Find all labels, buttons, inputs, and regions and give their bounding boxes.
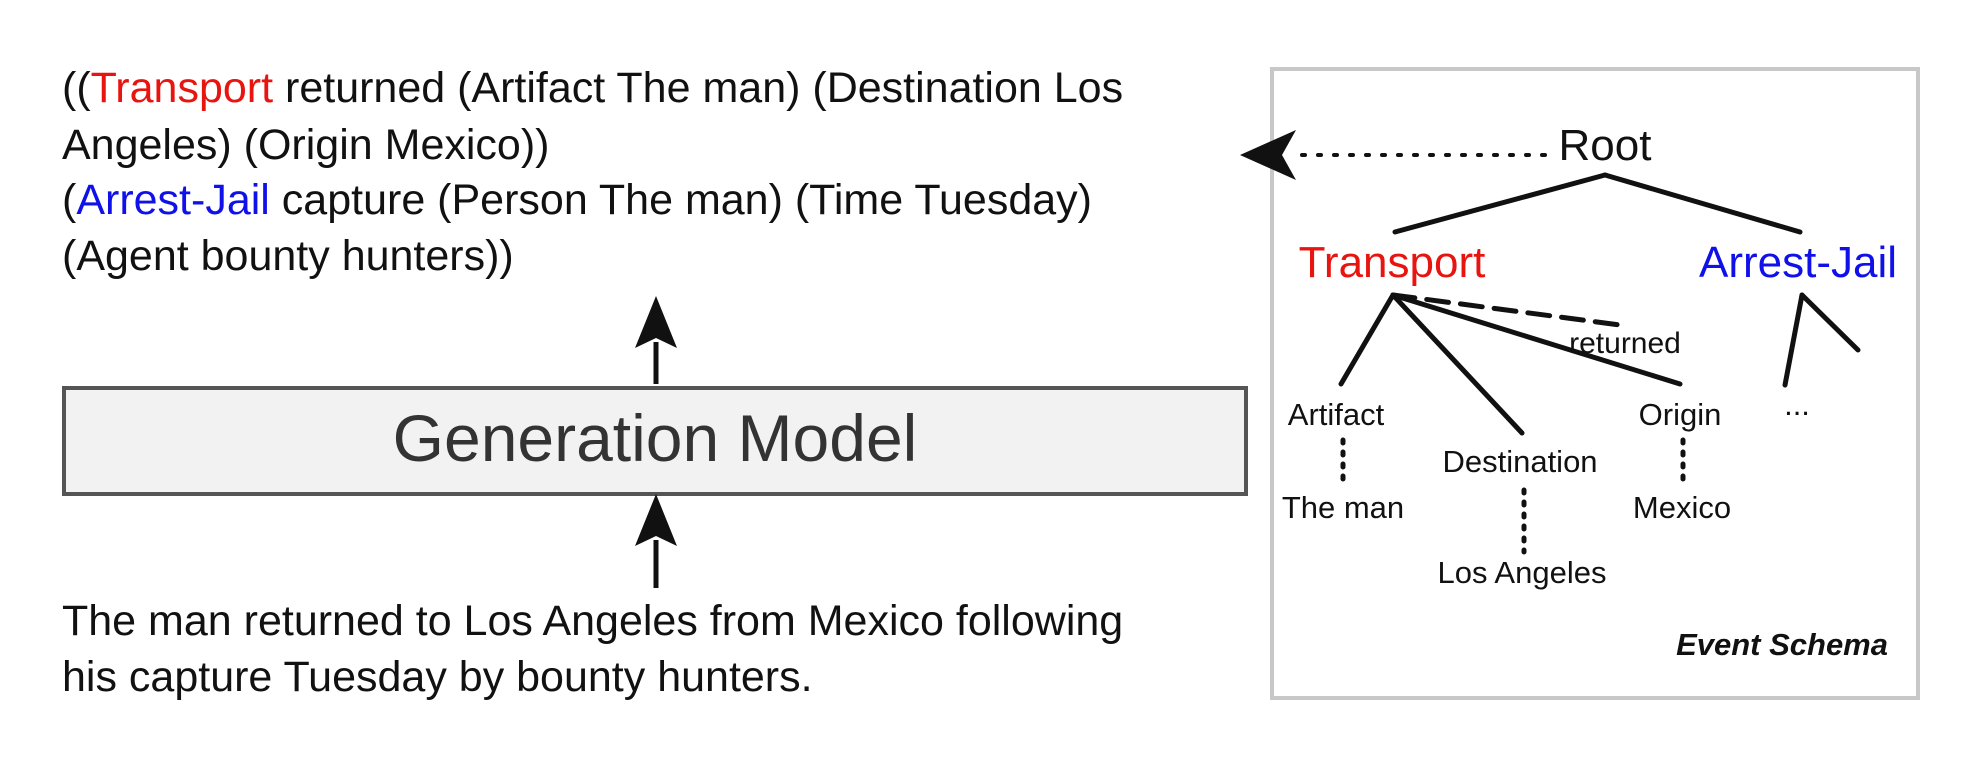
event-type-arrest-jail: Arrest-Jail <box>76 176 270 224</box>
input-line-2: his capture Tuesday by bounty hunters. <box>62 653 813 701</box>
event-schema-panel <box>1270 67 1920 700</box>
input-line-1: The man returned to Los Angeles from Mex… <box>62 597 1124 645</box>
arrow-input-to-model <box>635 494 677 588</box>
schema-event-arrest-jail: Arrest-Jail <box>1699 238 1897 287</box>
schema-role-artifact: Artifact <box>1288 397 1385 432</box>
schema-role-destination: Destination <box>1442 444 1597 479</box>
output-line-3: (Arrest-Jail capture (Person The man) (T… <box>62 176 1092 224</box>
event-type-transport: Transport <box>90 64 274 112</box>
schema-root: Root <box>1559 121 1652 170</box>
arrow-model-to-output <box>635 296 677 384</box>
arrow-root-to-output <box>1240 130 1547 180</box>
schema-role-more: ... <box>1784 387 1810 422</box>
schema-tree-edges <box>1338 172 1861 436</box>
generation-model-label: Generation Model <box>393 401 918 475</box>
schema-arg-origin: Mexico <box>1633 490 1731 525</box>
schema-role-origin: Origin <box>1639 397 1722 432</box>
generation-model-box <box>62 386 1248 496</box>
schema-arg-destination: Los Angeles <box>1438 555 1607 590</box>
schema-caption: Event Schema <box>1676 627 1888 662</box>
schema-arg-artifact: The man <box>1282 490 1404 525</box>
schema-trigger: returned <box>1569 327 1681 360</box>
output-line-1: ((Transport returned (Artifact The man) … <box>62 64 1124 112</box>
schema-event-transport: Transport <box>1299 238 1486 287</box>
output-line-2: Angeles) (Origin Mexico)) <box>62 121 550 169</box>
output-line-4: (Agent bounty hunters)) <box>62 232 514 280</box>
schema-argument-links <box>1340 437 1686 555</box>
